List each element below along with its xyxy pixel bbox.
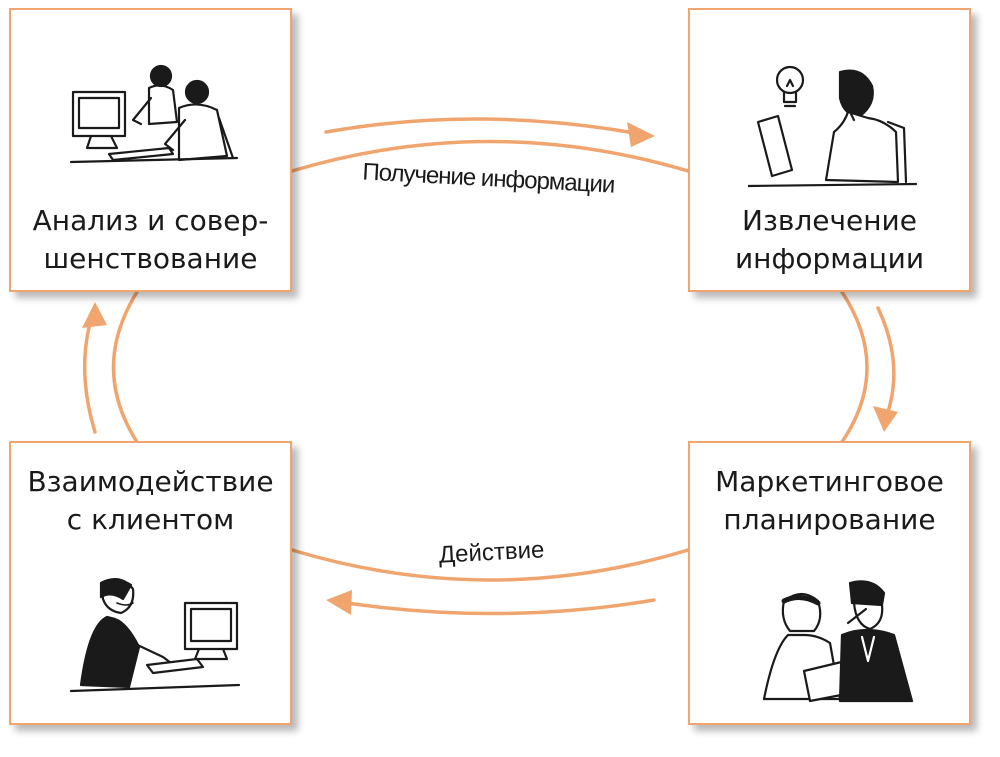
node-planning-line2: планирование [723, 503, 936, 536]
arrow-left [82, 314, 97, 434]
arrowhead-bottom [326, 590, 352, 615]
two-people-at-computer-icon [69, 64, 239, 164]
node-analysis-line1: Анализ и совер- [32, 204, 269, 237]
connector-left-arc [111, 290, 139, 444]
woman-with-headset-at-computer-icon [69, 578, 241, 693]
connector-right-arc [840, 290, 869, 444]
connector-top-arc [290, 139, 690, 173]
arrowhead-top [627, 122, 655, 147]
node-extraction-line1: Извлечение [742, 204, 917, 237]
node-extraction: Извлечение информации [688, 8, 971, 292]
node-planning-line1: Маркетинговое [715, 465, 944, 498]
node-analysis: Анализ и совер- шенствование [9, 8, 292, 292]
arrow-top [324, 117, 642, 136]
node-interaction: Взаимодействие с клиентом [9, 441, 292, 725]
arrow-right [876, 306, 896, 420]
node-analysis-line2: шенствование [43, 242, 258, 275]
edge-label-top: Получение информации [362, 158, 615, 198]
edge-label-bottom: Действие [438, 536, 545, 568]
node-interaction-line2: с клиентом [66, 503, 235, 536]
connector-bottom-arc [290, 548, 690, 582]
node-interaction-line1: Взаимодействие [27, 465, 274, 498]
arrowhead-right [873, 406, 898, 432]
arrow-bottom [338, 598, 656, 616]
arrowhead-left [82, 302, 107, 328]
two-people-reviewing-document-icon [762, 580, 914, 703]
node-extraction-line2: информации [734, 242, 925, 275]
node-planning: Маркетинговое планирование [688, 441, 971, 725]
thinking-woman-lightbulb-icon [748, 65, 918, 188]
